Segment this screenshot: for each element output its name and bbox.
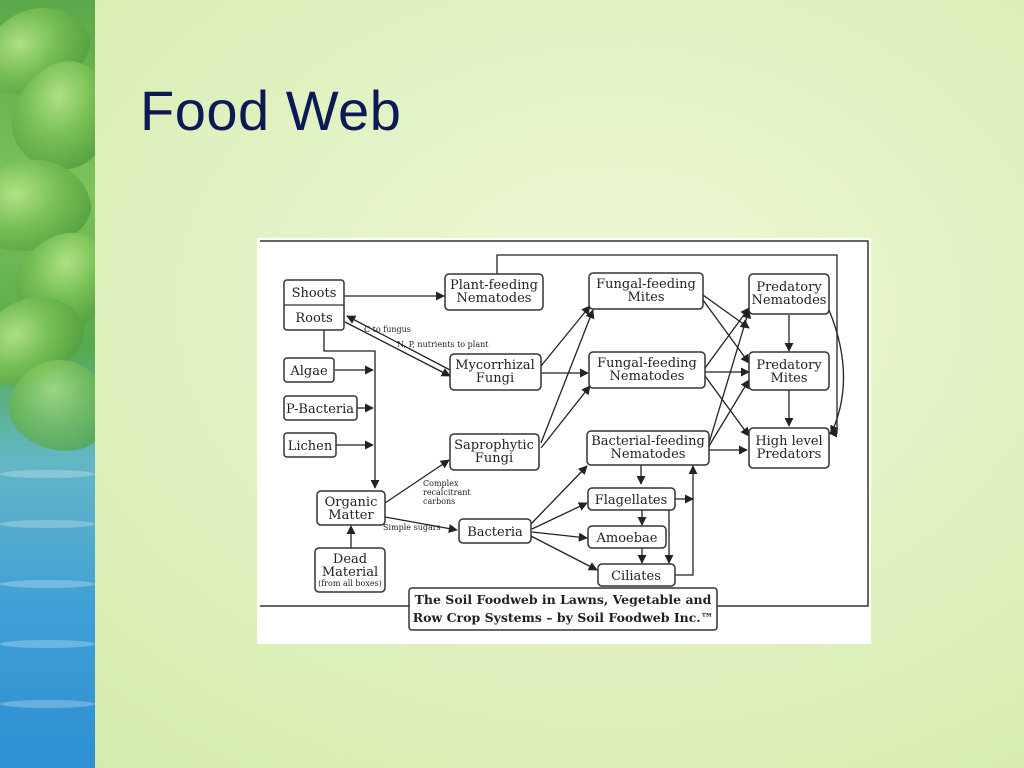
node-mycorrhizal-fungi: Mycorrhizal Fungi bbox=[449, 353, 542, 391]
node-dead-material: Dead Material (from all boxes) bbox=[314, 547, 386, 593]
node-flagellates: Flagellates bbox=[587, 487, 676, 511]
svg-text:Algae: Algae bbox=[289, 364, 328, 379]
node-saprophytic-fungi: Saprophytic Fungi bbox=[449, 433, 540, 471]
svg-text:Plant-feeding: Plant-feeding bbox=[450, 278, 538, 293]
svg-text:Mites: Mites bbox=[770, 371, 807, 386]
node-shoots-label: Shoots bbox=[292, 286, 337, 301]
node-algae: Algae bbox=[283, 357, 335, 383]
node-plant-feeding-nematodes: Plant-feeding Nematodes bbox=[444, 273, 544, 311]
svg-text:Saprophytic: Saprophytic bbox=[454, 438, 534, 453]
annotation-complex-carbons-3: carbons bbox=[423, 497, 455, 506]
svg-text:Dead: Dead bbox=[333, 552, 367, 567]
annotation-simple-sugars: Simple sugars bbox=[383, 523, 441, 532]
svg-text:(from all boxes): (from all boxes) bbox=[318, 579, 382, 588]
node-bacteria: Bacteria bbox=[458, 518, 532, 544]
svg-text:Flagellates: Flagellates bbox=[595, 493, 668, 508]
slide-title: Food Web bbox=[140, 79, 402, 142]
annotation-complex-carbons-2: recalcitrant bbox=[423, 488, 471, 497]
diagram-svg: Shoots Roots Algae P-Bacteria Lichen Org… bbox=[260, 240, 869, 631]
decorative-side-strip bbox=[0, 0, 95, 768]
node-p-bacteria: P-Bacteria bbox=[283, 395, 358, 421]
svg-text:Material: Material bbox=[322, 565, 378, 580]
annotation-complex-carbons-1: Complex bbox=[423, 479, 459, 488]
svg-text:Fungal-feeding: Fungal-feeding bbox=[597, 356, 697, 371]
node-high-level-predators: High level Predators bbox=[748, 427, 830, 469]
svg-text:Lichen: Lichen bbox=[288, 439, 333, 454]
node-lichen: Lichen bbox=[283, 432, 337, 458]
svg-text:Nematodes: Nematodes bbox=[610, 369, 685, 384]
svg-text:Predatory: Predatory bbox=[756, 358, 822, 373]
svg-text:Matter: Matter bbox=[328, 508, 374, 523]
node-shoots-roots: Shoots Roots bbox=[283, 279, 345, 331]
node-bacterial-feeding-nematodes: Bacterial-feeding Nematodes bbox=[586, 430, 710, 466]
svg-text:Fungi: Fungi bbox=[475, 451, 513, 466]
diagram-caption: The Soil Foodweb in Lawns, Vegetable and… bbox=[408, 587, 718, 631]
svg-text:Fungi: Fungi bbox=[476, 371, 514, 386]
diagram-arrows bbox=[323, 254, 845, 576]
svg-text:Amoebae: Amoebae bbox=[595, 531, 657, 546]
svg-text:Predators: Predators bbox=[757, 447, 822, 462]
svg-text:High level: High level bbox=[755, 434, 822, 449]
soil-foodweb-diagram: Shoots Roots Algae P-Bacteria Lichen Org… bbox=[257, 238, 871, 644]
svg-text:Predatory: Predatory bbox=[756, 280, 822, 295]
svg-text:Row Crop Systems – by Soil Foo: Row Crop Systems – by Soil Foodweb Inc.™ bbox=[413, 610, 713, 625]
svg-text:Organic: Organic bbox=[325, 495, 378, 510]
svg-text:Fungal-feeding: Fungal-feeding bbox=[596, 277, 696, 292]
svg-text:Ciliates: Ciliates bbox=[611, 569, 661, 584]
node-organic-matter: Organic Matter bbox=[316, 490, 386, 526]
svg-text:P-Bacteria: P-Bacteria bbox=[286, 402, 354, 417]
node-roots-label: Roots bbox=[295, 311, 332, 326]
svg-text:Mycorrhizal: Mycorrhizal bbox=[455, 358, 534, 373]
svg-text:Bacterial-feeding: Bacterial-feeding bbox=[591, 434, 705, 449]
node-amoebae: Amoebae bbox=[587, 525, 667, 549]
svg-text:Nematodes: Nematodes bbox=[752, 293, 827, 308]
node-fungal-feeding-mites: Fungal-feeding Mites bbox=[588, 272, 704, 310]
svg-text:Nematodes: Nematodes bbox=[457, 291, 532, 306]
node-ciliates: Ciliates bbox=[597, 563, 676, 587]
annotation-c-to-fungus: C to fungus bbox=[364, 325, 411, 334]
node-predatory-mites: Predatory Mites bbox=[748, 351, 830, 391]
node-fungal-feeding-nematodes: Fungal-feeding Nematodes bbox=[588, 351, 706, 389]
svg-text:Mites: Mites bbox=[627, 290, 664, 305]
svg-text:Bacteria: Bacteria bbox=[467, 525, 523, 540]
node-predatory-nematodes: Predatory Nematodes bbox=[748, 273, 830, 315]
annotation-np-to-plant: N, P, nutrients to plant bbox=[397, 340, 489, 349]
svg-text:The Soil Foodweb in Lawns, Veg: The Soil Foodweb in Lawns, Vegetable and bbox=[415, 592, 712, 607]
svg-text:Nematodes: Nematodes bbox=[611, 447, 686, 462]
